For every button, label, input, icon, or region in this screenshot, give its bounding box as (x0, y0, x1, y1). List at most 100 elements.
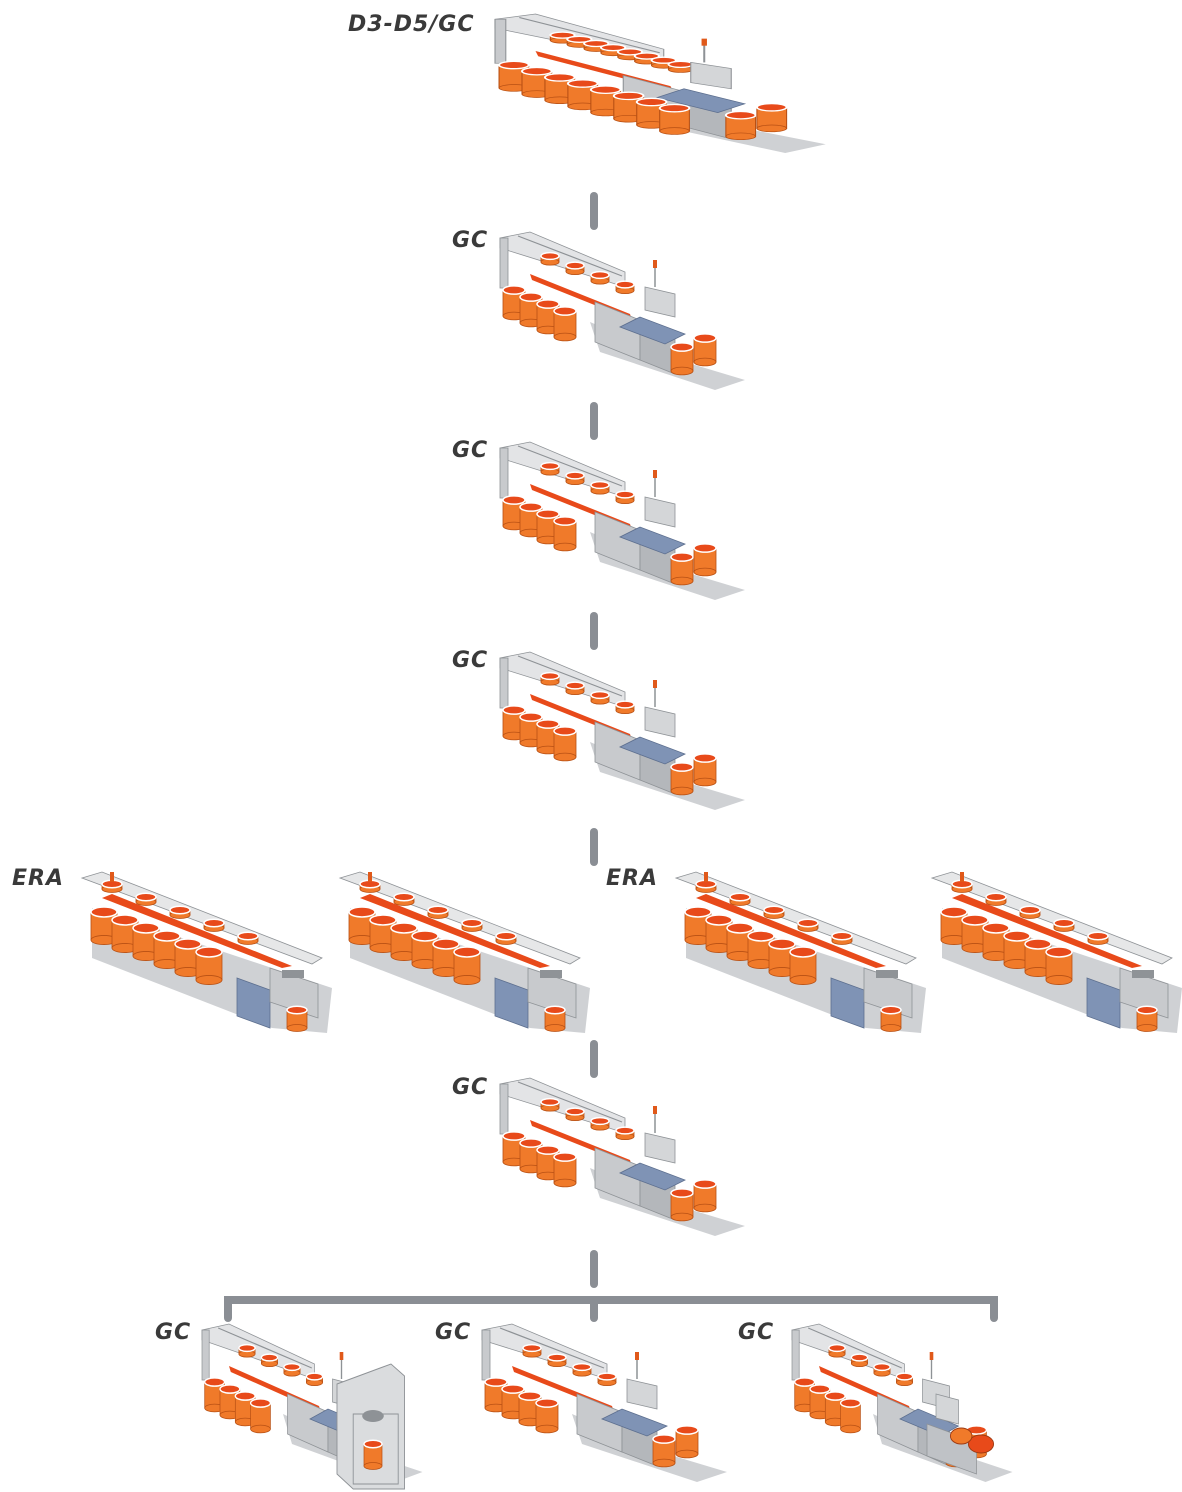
signal-light (929, 1352, 934, 1360)
signal-light (653, 470, 657, 478)
drafting-head (527, 967, 577, 1019)
coiler-cabinet (336, 1363, 405, 1490)
sliver-can (589, 85, 622, 117)
drafting-head (269, 967, 319, 1019)
sliver-can (670, 762, 694, 796)
sliver-can (1136, 1005, 1158, 1032)
sliver-can (615, 490, 635, 505)
display-panel (540, 970, 562, 978)
operator-platform (601, 1408, 668, 1437)
sliver-can (283, 1362, 301, 1377)
branch-bar (224, 1296, 998, 1322)
sliver-can (411, 930, 439, 969)
operator-platform (619, 316, 686, 345)
sliver-can (615, 280, 635, 295)
bobbin (967, 1434, 995, 1454)
label-gc3: GC (452, 438, 489, 463)
sliver-can (729, 892, 751, 906)
label-gc2: GC (452, 228, 489, 253)
sliver-can (693, 543, 717, 577)
creel-rail (808, 1327, 902, 1369)
signal-light (704, 872, 708, 882)
creel-post (481, 1329, 491, 1381)
sliver-can (590, 690, 610, 705)
creel-rail (517, 655, 623, 697)
drawframe (499, 441, 745, 600)
sliver-can (101, 879, 123, 893)
era-machine (338, 871, 590, 1033)
sliver-can (260, 1353, 279, 1368)
era-cabinet (830, 977, 865, 1029)
sliver-can (540, 1097, 560, 1112)
drawframe (201, 1323, 423, 1490)
sliver-can (237, 931, 259, 945)
signal-light (368, 872, 372, 882)
operator-platform (655, 88, 747, 113)
creel-rail (218, 1327, 312, 1369)
creel-post (791, 1329, 800, 1381)
era-cabinet (1086, 977, 1121, 1029)
sliver-ribbon (696, 894, 886, 968)
sliver-can (693, 333, 717, 367)
sliver-can (693, 1179, 717, 1213)
sliver-can (502, 705, 526, 741)
sliver-can (670, 1188, 694, 1222)
sliver-can (234, 1391, 256, 1427)
sliver-can (850, 1353, 869, 1368)
creel-rail (519, 17, 660, 54)
sliver-can (1087, 931, 1109, 945)
signal-light (701, 38, 707, 46)
sliver-can (693, 753, 717, 787)
creel-post (494, 18, 507, 64)
sliver-ribbon (952, 894, 1142, 968)
sliver-ribbon (102, 894, 292, 968)
sliver-can (540, 251, 560, 266)
creel-post (499, 447, 509, 499)
era-cabinet (494, 977, 529, 1029)
sliver-can (763, 905, 785, 919)
operator-platform (619, 526, 686, 555)
creel-rail (517, 1081, 623, 1123)
sliver-can (565, 471, 585, 486)
signal-light (110, 872, 114, 882)
sliver-can (755, 102, 788, 133)
drawframe (791, 1323, 1013, 1482)
creel-rail (517, 235, 623, 277)
machine-era-4 (930, 871, 1182, 1033)
machine-bottom-mid (481, 1323, 727, 1482)
sliver-can (553, 516, 577, 552)
machine-gc2 (499, 231, 745, 390)
bobbin (949, 1427, 973, 1445)
sliver-can (249, 1398, 272, 1434)
sliver-can (590, 270, 610, 285)
sliver-can (522, 1343, 542, 1358)
sliver-can (203, 918, 225, 932)
machine-era-3 (674, 871, 926, 1033)
sliver-can (831, 931, 853, 945)
sliver-can (393, 892, 415, 906)
sliver-can (675, 1425, 699, 1459)
sliver-can (597, 1372, 617, 1387)
machine-gc6 (499, 1077, 745, 1236)
drawframe (499, 651, 745, 810)
signal-light (339, 1352, 344, 1360)
sliver-can (305, 1372, 324, 1387)
sliver-can (873, 1362, 891, 1377)
sliver-can (286, 1005, 308, 1032)
signal-light (653, 680, 657, 688)
sliver-can (572, 1362, 592, 1377)
sliver-can (553, 726, 577, 762)
sliver-can (809, 1384, 831, 1420)
sliver-ribbon (360, 894, 550, 968)
signal-light (653, 1106, 657, 1114)
sliver-can (495, 931, 517, 945)
display-panel (876, 970, 898, 978)
sliver-can (553, 306, 577, 342)
operator-platform (619, 736, 686, 765)
era-cabinet (236, 977, 271, 1029)
creel-post (499, 657, 509, 709)
drawframe (499, 231, 745, 390)
label-gc4: GC (452, 648, 489, 673)
label-top: D3-D5/GC (348, 12, 475, 37)
sliver-can (667, 60, 694, 73)
